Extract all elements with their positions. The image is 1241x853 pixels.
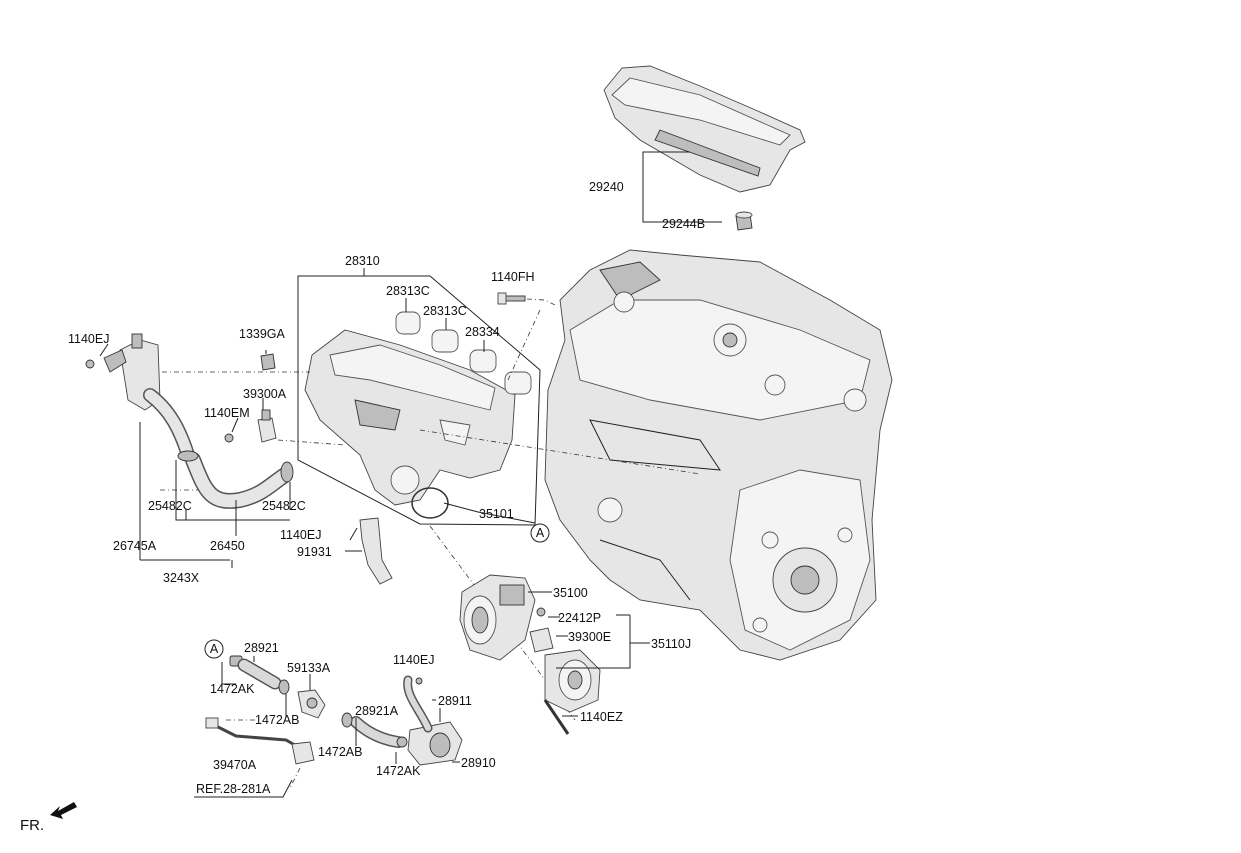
hose-28921A-part[interactable] [350, 716, 404, 748]
label-59133A: 59133A [287, 661, 331, 675]
label-1140EJ-left: 1140EJ [68, 332, 109, 346]
label-39300A: 39300A [243, 387, 287, 401]
label-1140FH: 1140FH [491, 270, 535, 284]
label-1140EJ-low: 1140EJ [393, 653, 434, 667]
sensor-39300E-part[interactable] [529, 627, 554, 653]
throttle-body-part[interactable] [459, 574, 536, 661]
label-28313C-a: 28313C [386, 284, 430, 298]
leaders-purge-group [221, 656, 574, 764]
pcv-hose-part[interactable] [143, 388, 293, 509]
circle-A-low-text: A [210, 642, 219, 656]
label-35110J: 35110J [651, 637, 691, 651]
label-1140EM: 1140EM [204, 406, 250, 420]
circle-A-low: A [204, 639, 224, 659]
bolt-1140EM-part[interactable] [224, 433, 234, 443]
label-1472AB-a: 1472AB [255, 713, 299, 727]
label-28334: 28334 [465, 325, 500, 339]
throttle-gasket-part[interactable] [411, 487, 449, 519]
label-28911: 28911 [438, 694, 472, 708]
ref-label[interactable]: REF.28-281A [196, 782, 271, 796]
nut-1339GA-part[interactable] [260, 353, 276, 371]
label-28310: 28310 [345, 254, 380, 268]
engine-cover-part[interactable] [603, 65, 806, 193]
front-direction-label: FR. [20, 817, 44, 834]
bolt-1140EJ-low-part[interactable] [415, 677, 423, 685]
bolt-1140EZ-part[interactable] [543, 699, 570, 735]
leader-91931 [345, 527, 362, 552]
label-1472AB-b: 1472AB [318, 745, 362, 759]
leaders-manifold [405, 298, 536, 524]
label-39470A: 39470A [213, 758, 257, 772]
intake-manifold-part[interactable] [304, 329, 516, 506]
seal-22412P-part[interactable] [536, 607, 546, 617]
etc-actuator-part[interactable] [544, 649, 601, 713]
label-26745A: 26745A [113, 539, 157, 553]
bolt-1140EJ-left-part[interactable] [85, 359, 95, 369]
hose-28921-part[interactable] [237, 658, 282, 690]
purge-valve-28910-part[interactable] [407, 721, 463, 766]
circle-A-mid-text: A [536, 526, 545, 540]
label-1472AK-b: 1472AK [376, 764, 421, 778]
ref-underline [194, 779, 293, 798]
hose-clamp-right-part[interactable] [280, 461, 294, 483]
label-1339GA: 1339GA [239, 327, 286, 341]
label-28921: 28921 [244, 641, 279, 655]
label-29240: 29240 [589, 180, 624, 194]
leaders-35110J [548, 614, 650, 717]
bolt-1140FH-part[interactable] [497, 292, 526, 305]
engine-block [544, 249, 893, 661]
label-25482C-right: 25482C [262, 499, 306, 513]
leaders-left-group [99, 343, 291, 568]
hose-clamp-left-part[interactable] [177, 450, 199, 462]
label-28313C-b: 28313C [423, 304, 467, 318]
check-valve-59133A-part[interactable] [297, 689, 326, 719]
label-26450: 26450 [210, 539, 245, 553]
sensor-39470A-part[interactable] [205, 717, 315, 765]
label-28910: 28910 [461, 756, 496, 770]
label-22412P: 22412P [558, 611, 601, 625]
manifold-gaskets-part[interactable] [395, 311, 532, 395]
hose-28911-part[interactable] [403, 675, 433, 733]
label-25482C-left: 25482C [148, 499, 192, 513]
label-1472AK-a: 1472AK [210, 682, 255, 696]
cover-grommet-part[interactable] [735, 211, 753, 231]
label-1140EZ: 1140EZ [580, 710, 623, 724]
clamp-1472AK-b-part[interactable] [396, 736, 408, 748]
label-1140EJ-mid: 1140EJ [280, 528, 321, 542]
sensor-39300A-part[interactable] [257, 409, 277, 443]
label-3243X: 3243X [163, 571, 200, 585]
bracket-91931-part[interactable] [359, 517, 393, 585]
label-35100: 35100 [553, 586, 588, 600]
front-arrow-icon [50, 802, 77, 819]
label-29244B: 29244B [662, 217, 705, 231]
leader-29240 [642, 151, 722, 223]
label-91931: 91931 [297, 545, 332, 559]
label-35101: 35101 [479, 507, 514, 521]
dash-39470A [226, 719, 301, 789]
clamp-1472AB-a-part[interactable] [278, 679, 290, 695]
label-39300E: 39300E [568, 630, 611, 644]
label-28921A: 28921A [355, 704, 399, 718]
circle-A-mid: A [530, 523, 550, 543]
centerline-1140FH [526, 298, 556, 306]
clamp-1472AB-b-part[interactable] [341, 712, 353, 728]
